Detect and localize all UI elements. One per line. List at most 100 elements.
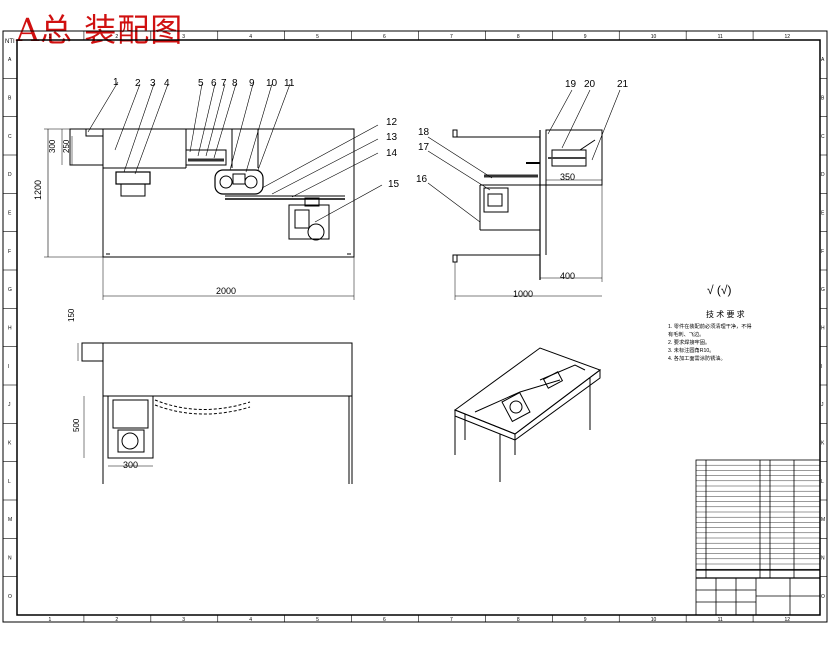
tech-note-1: 1. 零件在装配前必须清理干净，不得 (668, 322, 752, 330)
border-number-bottom: 10 (651, 617, 657, 623)
part-label-21: 21 (617, 79, 629, 90)
border-letter-left: A (8, 57, 12, 63)
border-number-top: 1 (48, 34, 51, 40)
part-label-16: 16 (416, 174, 428, 185)
border-letter-right: B (821, 96, 825, 102)
border-letter-right: G (821, 287, 825, 293)
part-label-20: 20 (584, 79, 596, 90)
border-letter-left: L (8, 479, 11, 485)
part-label-13: 13 (386, 132, 398, 143)
border-number-top: 9 (584, 34, 587, 40)
border-number-bottom: 8 (517, 617, 520, 623)
border-letter-right: F (821, 249, 824, 255)
border-letter-left: G (8, 287, 12, 293)
border-letter-right: I (821, 364, 822, 370)
part-label-2: 2 (135, 78, 141, 89)
border-number-bottom: 3 (182, 617, 185, 623)
dim-150: 150 (67, 308, 76, 322)
outer-border (2, 30, 828, 623)
border-number-top: 12 (785, 34, 791, 40)
border-number-top: 2 (115, 34, 118, 40)
dim-350: 350 (560, 172, 575, 182)
border-letter-left: M (8, 517, 12, 523)
border-number-top: 4 (249, 34, 252, 40)
part-label-11: 11 (284, 78, 295, 89)
isometric-view (453, 347, 602, 482)
front-view-dimensions: 1200 300 250 2000 (33, 139, 236, 296)
border-letter-right: N (821, 556, 825, 562)
border-letter-left: K (8, 441, 12, 447)
border-letter-right: M (821, 517, 825, 523)
part-label-4: 4 (164, 78, 170, 89)
border-number-bottom: 9 (584, 617, 587, 623)
tech-note-4: 4. 各加工面需涂防锈油。 (668, 354, 726, 362)
part-label-6: 6 (211, 78, 217, 89)
border-letter-right: A (821, 57, 825, 63)
top-view (77, 342, 353, 484)
border-letter-left: H (8, 326, 12, 332)
border-number-top: 11 (718, 34, 723, 40)
part-label-19: 19 (565, 79, 577, 90)
front-view (44, 81, 383, 300)
border-letter-left: F (8, 249, 11, 255)
part-label-1: 1 (113, 77, 119, 88)
frame-mark: NTI (5, 39, 15, 45)
part-label-3: 3 (150, 78, 156, 89)
border-letter-right: D (821, 172, 825, 178)
dim-2000: 2000 (216, 286, 236, 296)
dim-1000: 1000 (513, 289, 533, 299)
border-number-bottom: 7 (450, 617, 453, 623)
border-letter-left: I (8, 364, 9, 370)
tech-note-2: 2. 要求焊接牢固。 (668, 338, 710, 346)
side-view (427, 89, 621, 300)
border-number-top: 5 (316, 34, 319, 40)
border-letter-left: J (8, 402, 11, 408)
border-letter-right: J (821, 402, 824, 408)
border-number-top: 10 (651, 34, 657, 40)
part-label-15: 15 (388, 179, 400, 190)
border-letter-left: B (8, 96, 12, 102)
part-label-7: 7 (221, 78, 227, 89)
part-label-14: 14 (386, 148, 398, 159)
border-number-bottom: 4 (249, 617, 252, 623)
border-letter-left: E (8, 211, 12, 217)
dim-400: 400 (560, 271, 575, 281)
top-view-dimensions: 150 500 300 (67, 308, 138, 470)
border-number-top: 7 (450, 34, 453, 40)
border-number-bottom: 11 (718, 617, 723, 623)
border-number-bottom: 6 (383, 617, 386, 623)
part-label-9: 9 (249, 78, 255, 89)
part-label-12: 12 (386, 117, 398, 128)
border-letter-right: L (821, 479, 824, 485)
tech-note-3: 3. 未标注圆角R10。 (668, 346, 714, 354)
border-letter-right: O (821, 594, 825, 600)
tech-note-1b: 有毛刺、飞边。 (668, 330, 704, 338)
dim-1200: 1200 (33, 180, 43, 200)
border-number-bottom: 5 (316, 617, 319, 623)
border-number-bottom: 12 (785, 617, 791, 623)
border-letter-left: C (8, 134, 12, 140)
border-letter-left: N (8, 556, 12, 562)
technical-requirements: √ (√) 技 术 要 求 1. 零件在装配前必须清理干净，不得 有毛刺、飞边。… (668, 283, 752, 362)
border-number-top: 3 (182, 34, 185, 40)
border-letter-right: H (821, 326, 825, 332)
border-letter-left: O (8, 594, 12, 600)
dim-300-top: 300 (123, 460, 138, 470)
border-letter-right: K (821, 441, 825, 447)
part-label-5: 5 (198, 78, 204, 89)
border-number-top: 6 (383, 34, 386, 40)
border-number-bottom: 1 (48, 617, 51, 623)
border-letter-right: C (821, 134, 825, 140)
part-label-18: 18 (418, 127, 430, 138)
parts-list-and-title-block (695, 459, 821, 616)
border-letter-left: D (8, 172, 12, 178)
dim-300: 300 (48, 139, 57, 153)
dim-500: 500 (72, 418, 81, 432)
side-view-dimensions: 350 400 1000 (513, 172, 575, 299)
border-number-top: 8 (517, 34, 520, 40)
dim-250: 250 (62, 139, 71, 153)
part-label-10: 10 (266, 78, 278, 89)
